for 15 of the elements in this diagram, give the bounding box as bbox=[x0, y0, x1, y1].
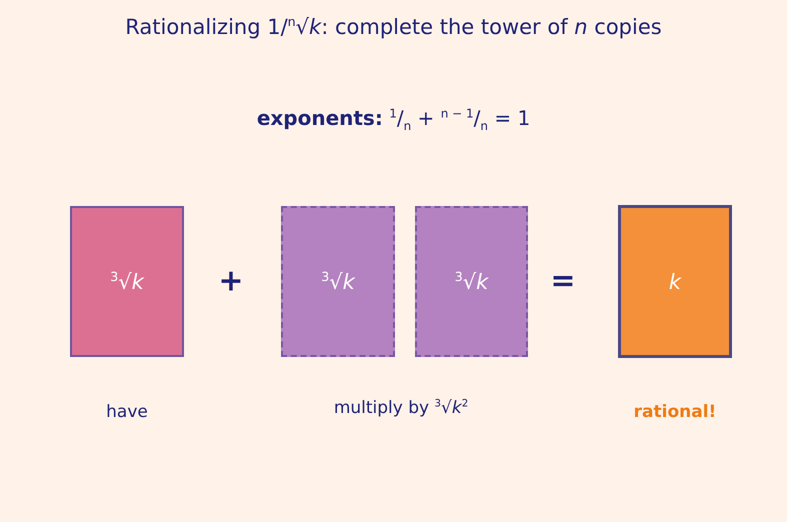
variable-expression: k bbox=[668, 270, 682, 294]
exponent-equation: exponents: $^{1}$/$_{n}$ + $^{n − 1}$/$_{n}$ = 1 bbox=[256, 106, 530, 133]
radical-expression: $^{3}$√k bbox=[110, 269, 144, 294]
copy-box bbox=[415, 206, 528, 357]
title-text: Rationalizing 1/$^{n}$√k: complete the tower of n copies bbox=[125, 14, 662, 39]
plus-sign: + bbox=[218, 264, 244, 298]
radical-expression: $^{3}$√k bbox=[321, 269, 355, 294]
equals-sign: = bbox=[550, 264, 576, 298]
copy-box bbox=[281, 206, 395, 357]
caption-text: rational! bbox=[634, 402, 716, 422]
radical-expression: $^{3}$√k bbox=[454, 269, 488, 294]
term-box bbox=[70, 206, 184, 357]
caption-text: multiply by $^{3}$√k$^{2}$ bbox=[334, 398, 468, 418]
result-box bbox=[618, 205, 732, 358]
caption-text: have bbox=[106, 402, 148, 422]
